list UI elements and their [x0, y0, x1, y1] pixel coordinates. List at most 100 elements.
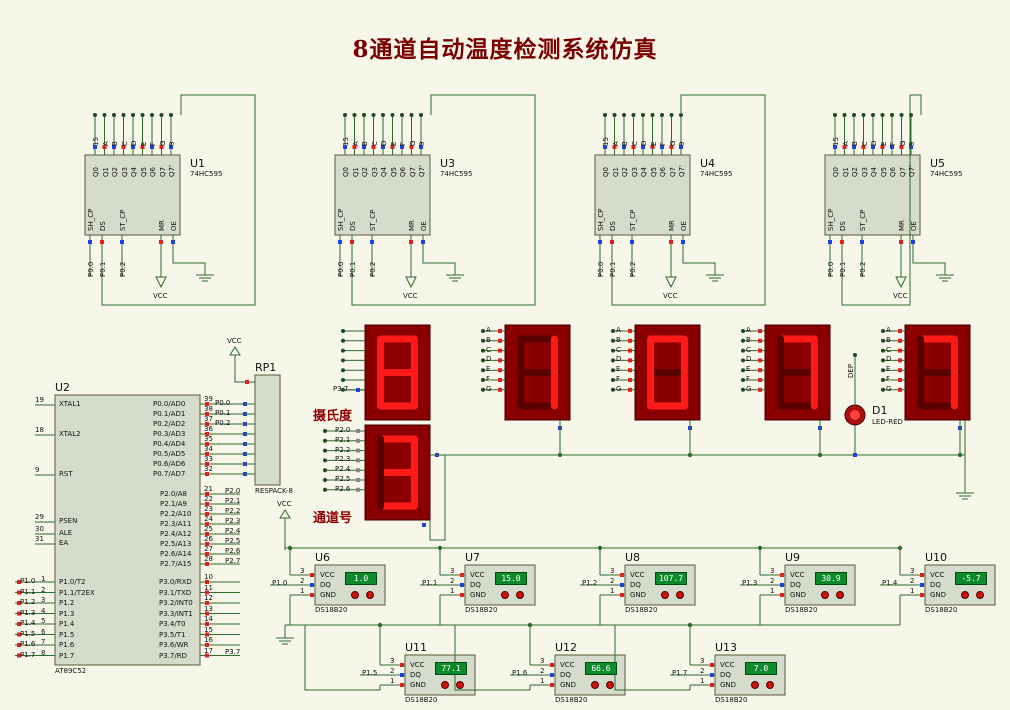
pin-number: 3 [610, 567, 615, 575]
shift-register-ref: U4 [700, 157, 716, 170]
pin-label: P1.5 [59, 630, 75, 639]
pin-label: Q5 [139, 167, 148, 177]
pin-label: P3.5/T1 [159, 630, 186, 639]
pin-marker [171, 240, 175, 244]
pin-marker [628, 329, 632, 333]
net-label: P1.1 [20, 587, 36, 596]
shift-register-ref: U3 [440, 157, 456, 170]
net-label: P2.3 [225, 517, 241, 525]
net-dot [362, 113, 366, 117]
pin-marker [352, 145, 357, 149]
pin-label: Q2 [851, 167, 859, 177]
pin-marker [121, 145, 126, 149]
pin-label: SH_CP [337, 208, 345, 231]
pin-label: P0.7/AD7 [153, 470, 186, 478]
segment-pin-label: D [886, 355, 892, 364]
pin-marker [498, 368, 502, 373]
pin-marker [498, 348, 502, 353]
net-label: P2.4 [225, 527, 241, 535]
net-dot [481, 378, 485, 382]
pin-label: RST [59, 470, 73, 478]
pin-marker [669, 240, 673, 244]
pin-marker [362, 145, 366, 149]
pin-marker [828, 240, 832, 244]
pin-label: EA [59, 539, 69, 547]
net-label: P1.0 [20, 577, 36, 585]
net-label: P0.0 [597, 261, 605, 277]
pin-marker [17, 653, 21, 658]
pin-number: 2 [610, 577, 615, 585]
pin-marker [852, 145, 856, 149]
net-dot [881, 368, 885, 373]
pin-label: VCC [720, 661, 735, 669]
net-dot [622, 113, 626, 117]
pin-number: 3 [910, 567, 915, 575]
pin-marker [860, 240, 864, 244]
net-dot [481, 329, 485, 333]
vcc-arrow [665, 276, 677, 289]
pin-marker [898, 348, 902, 353]
pin-marker [620, 583, 624, 587]
net-dot [419, 113, 423, 117]
net-dot [390, 113, 395, 117]
sensor-button-down [961, 591, 969, 599]
pin-number: 26 [204, 535, 213, 543]
net-dot [741, 338, 745, 343]
net-dot [341, 358, 345, 363]
pin-label: Q5 [649, 167, 658, 177]
segment-pin-label: C [486, 345, 491, 354]
net-label: P0.1 [99, 261, 107, 277]
pin-label: P2.2/A10 [160, 510, 192, 518]
net-label: P0.0 [827, 261, 835, 277]
pin-number: 25 [204, 525, 213, 533]
led-d1 [850, 410, 860, 420]
pin-marker [598, 240, 602, 244]
pin-marker [460, 583, 464, 587]
pin-marker [356, 478, 360, 482]
pin-marker [88, 240, 92, 244]
pin-marker [205, 472, 209, 476]
net-dot [323, 429, 327, 433]
pin-number: B [621, 141, 629, 146]
sensor-button-down [591, 681, 599, 689]
net-dot [660, 113, 664, 117]
pin-number: 2 [450, 577, 455, 585]
net-dot [741, 358, 745, 363]
pin-number: 15 [342, 137, 350, 146]
pin-label: ST_CP [369, 209, 377, 231]
wire [614, 625, 691, 691]
pin-label: DQ [630, 581, 641, 589]
pin-number: 1 [770, 587, 775, 595]
net-dot [881, 358, 885, 363]
led-pin-label: DEP [847, 363, 855, 378]
net-dot [631, 113, 636, 117]
pin-label: DQ [930, 581, 941, 589]
sensor-button-down [751, 681, 759, 689]
net-dot [93, 113, 97, 117]
net-label: P2.6 [225, 547, 241, 555]
net-dot [140, 113, 145, 117]
pin-marker [758, 378, 762, 382]
pin-number: 21 [204, 485, 213, 493]
sensor-button-up [766, 681, 774, 689]
pin-label: P1.6 [59, 641, 75, 649]
sensor-ref: U8 [625, 551, 641, 564]
pin-marker [628, 387, 632, 392]
net-label: P2.5 [225, 537, 241, 545]
pin-marker [853, 453, 857, 457]
net-dot [881, 348, 885, 353]
net-label: P0.2 [215, 419, 231, 427]
pin-marker [112, 145, 116, 149]
pin-marker [17, 643, 21, 647]
pin-number: 9 [418, 141, 426, 146]
net-dot [612, 113, 617, 117]
pin-label: P1.1/T2EX [59, 588, 95, 597]
cascade-wire [101, 94, 256, 306]
pin-label: DQ [720, 671, 731, 679]
pin-number: 9 [35, 466, 40, 474]
pin-marker [758, 329, 762, 333]
pin-number: 23 [204, 505, 213, 513]
pin-marker [400, 673, 404, 677]
